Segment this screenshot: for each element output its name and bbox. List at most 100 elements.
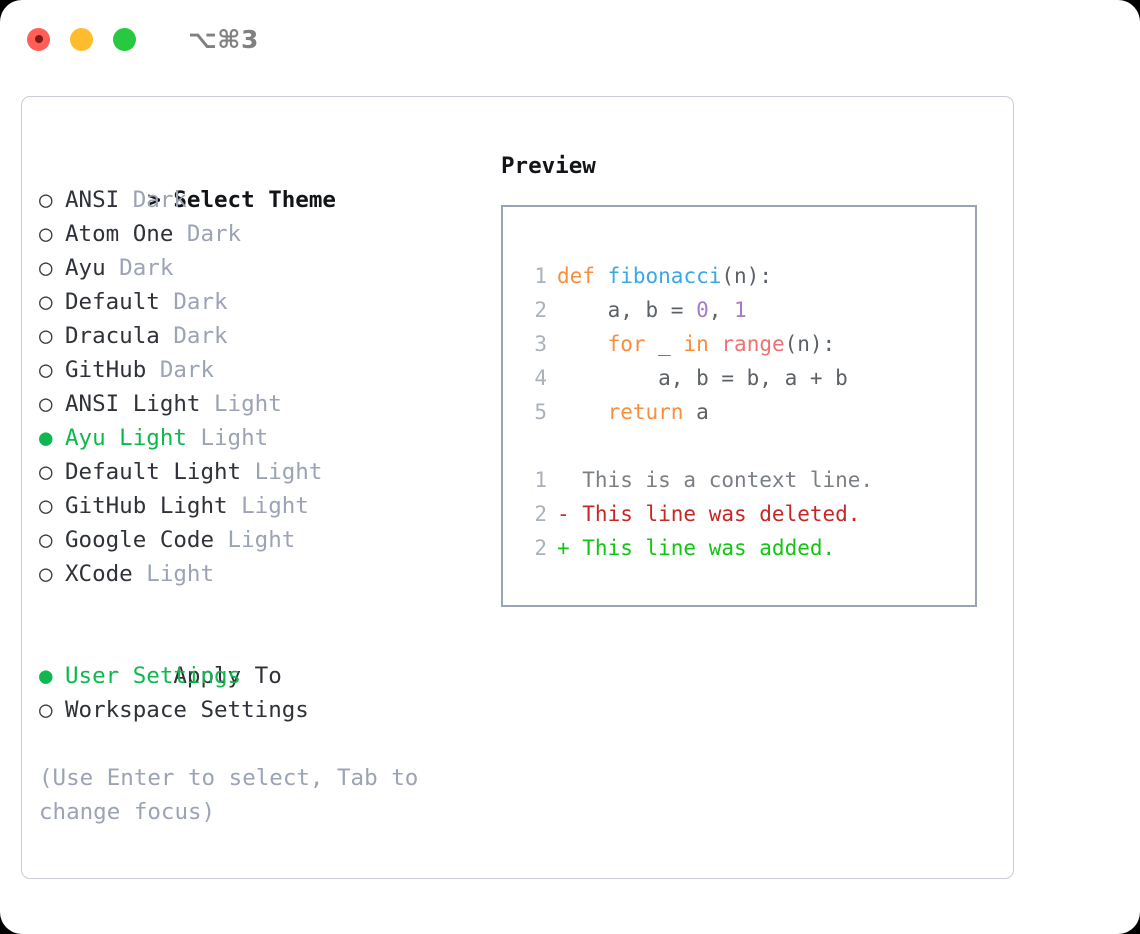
apply-to-item[interactable]: ○ Workspace Settings bbox=[39, 693, 479, 727]
cursor-caret-icon: > bbox=[147, 187, 175, 213]
code-token bbox=[595, 264, 608, 288]
theme-variant-label: Light bbox=[241, 459, 323, 485]
theme-name-label: Ayu Light bbox=[65, 425, 187, 451]
diff-text: This is a context line. bbox=[557, 468, 874, 492]
code-line: 2 a, b = 0, 1 bbox=[521, 293, 975, 327]
theme-variant-label: Light bbox=[214, 527, 296, 553]
line-number: 2 bbox=[534, 298, 547, 322]
select-theme-heading: > Select Theme bbox=[39, 149, 479, 213]
radio-unselected-icon[interactable]: ○ bbox=[39, 221, 67, 247]
main-panel: > Select Theme ○ ANSI Dark○ Atom One Dar… bbox=[21, 96, 1014, 879]
apply-to-item[interactable]: ● User Settings bbox=[39, 659, 479, 693]
radio-unselected-icon[interactable]: ○ bbox=[39, 527, 67, 553]
radio-unselected-icon[interactable]: ○ bbox=[39, 289, 67, 315]
apply-to-heading: Apply To bbox=[39, 625, 479, 689]
apply-to-label: Workspace Settings bbox=[65, 697, 309, 723]
code-token: a bbox=[683, 400, 709, 424]
theme-variant-label: Dark bbox=[105, 255, 174, 281]
theme-variant-label: Dark bbox=[159, 323, 228, 349]
maximize-button-icon[interactable] bbox=[113, 27, 136, 51]
line-number: 2 bbox=[534, 502, 547, 526]
diff-line: 2+ This line was added. bbox=[521, 531, 975, 565]
theme-name-label: Default Light bbox=[65, 459, 242, 485]
theme-name-label: Atom One bbox=[65, 221, 174, 247]
code-token: def bbox=[557, 264, 595, 288]
code-token: a, b = b, a + b bbox=[557, 366, 848, 390]
theme-list-item[interactable]: ○ Default Dark bbox=[39, 285, 479, 319]
diff-line: 1 This is a context line. bbox=[521, 463, 975, 497]
theme-variant-label: Light bbox=[200, 391, 282, 417]
code-line: 3 for _ in range(n): bbox=[521, 327, 975, 361]
keyboard-hint-text: (Use Enter to select, Tab to change focu… bbox=[39, 765, 432, 825]
line-number: 1 bbox=[534, 468, 547, 492]
line-number: 4 bbox=[534, 366, 547, 390]
code-line: 5 return a bbox=[521, 395, 975, 429]
radio-unselected-icon[interactable]: ○ bbox=[39, 323, 67, 349]
theme-list-item[interactable]: ○ GitHub Light Light bbox=[39, 489, 479, 523]
theme-list-item[interactable]: ○ Google Code Light bbox=[39, 523, 479, 557]
theme-list-item[interactable]: ○ Default Light Light bbox=[39, 455, 479, 489]
theme-list-item[interactable]: ○ Ayu Dark bbox=[39, 251, 479, 285]
theme-list-item[interactable]: ● Ayu Light Light bbox=[39, 421, 479, 455]
theme-name-label: GitHub bbox=[65, 357, 147, 383]
radio-unselected-icon[interactable]: ○ bbox=[39, 459, 67, 485]
theme-variant-label: Light bbox=[186, 425, 269, 451]
apply-to-list: ● User Settings○ Workspace Settings bbox=[39, 659, 479, 727]
code-token bbox=[557, 332, 608, 356]
radio-unselected-icon[interactable]: ○ bbox=[39, 357, 67, 383]
code-token: 1 bbox=[734, 298, 747, 322]
minimize-button-icon[interactable] bbox=[70, 27, 93, 51]
theme-name-label: ANSI Light bbox=[65, 391, 201, 417]
close-button-icon[interactable] bbox=[27, 27, 50, 51]
preview-heading: Preview bbox=[501, 153, 596, 179]
theme-name-label: Google Code bbox=[65, 527, 215, 553]
code-token: a, b = bbox=[557, 298, 697, 322]
theme-list: ○ ANSI Dark○ Atom One Dark○ Ayu Dark○ De… bbox=[39, 183, 479, 591]
code-token: for bbox=[607, 332, 646, 356]
radio-selected-icon[interactable]: ● bbox=[39, 425, 67, 451]
code-token: fibonacci bbox=[607, 264, 722, 288]
line-number: 2 bbox=[534, 536, 547, 560]
code-token bbox=[709, 332, 722, 356]
code-diff-gap bbox=[521, 429, 975, 463]
title-bar: ⌥⌘3 bbox=[0, 0, 1140, 78]
code-token: , bbox=[708, 298, 735, 322]
apply-to-heading-label: Apply To bbox=[173, 663, 282, 689]
code-token bbox=[557, 400, 608, 424]
code-token: in bbox=[683, 332, 709, 356]
theme-list-item[interactable]: ○ Atom One Dark bbox=[39, 217, 479, 251]
theme-picker-column: > Select Theme ○ ANSI Dark○ Atom One Dar… bbox=[39, 149, 479, 829]
radio-selected-icon[interactable]: ● bbox=[39, 663, 67, 689]
theme-name-label: GitHub Light bbox=[65, 493, 228, 519]
theme-variant-label: Dark bbox=[119, 187, 187, 213]
radio-unselected-icon[interactable]: ○ bbox=[39, 493, 67, 519]
select-theme-heading-label: Select Theme bbox=[173, 187, 336, 213]
list-spacer bbox=[39, 591, 479, 625]
theme-name-label: Default bbox=[65, 289, 160, 315]
apply-to-label: User Settings bbox=[65, 663, 242, 689]
radio-unselected-icon[interactable]: ○ bbox=[39, 187, 67, 213]
theme-list-item[interactable]: ○ XCode Light bbox=[39, 557, 479, 591]
theme-variant-label: Dark bbox=[173, 221, 242, 247]
diff-text: - This line was deleted. bbox=[557, 502, 861, 526]
code-token: range bbox=[721, 332, 785, 356]
theme-name-label: Dracula bbox=[65, 323, 160, 349]
traffic-lights bbox=[27, 27, 136, 51]
theme-list-item[interactable]: ○ ANSI Dark bbox=[39, 183, 479, 217]
theme-variant-label: Dark bbox=[159, 289, 228, 315]
radio-unselected-icon[interactable]: ○ bbox=[39, 561, 67, 587]
code-token: _ bbox=[645, 332, 684, 356]
theme-list-item[interactable]: ○ Dracula Dark bbox=[39, 319, 479, 353]
theme-list-item[interactable]: ○ ANSI Light Light bbox=[39, 387, 479, 421]
code-token: return bbox=[607, 400, 684, 424]
theme-list-item[interactable]: ○ GitHub Dark bbox=[39, 353, 479, 387]
window-title: ⌥⌘3 bbox=[188, 24, 259, 54]
theme-name-label: ANSI bbox=[65, 187, 120, 213]
radio-unselected-icon[interactable]: ○ bbox=[39, 391, 67, 417]
radio-unselected-icon[interactable]: ○ bbox=[39, 255, 67, 281]
radio-unselected-icon[interactable]: ○ bbox=[39, 697, 67, 723]
line-number: 3 bbox=[534, 332, 547, 356]
